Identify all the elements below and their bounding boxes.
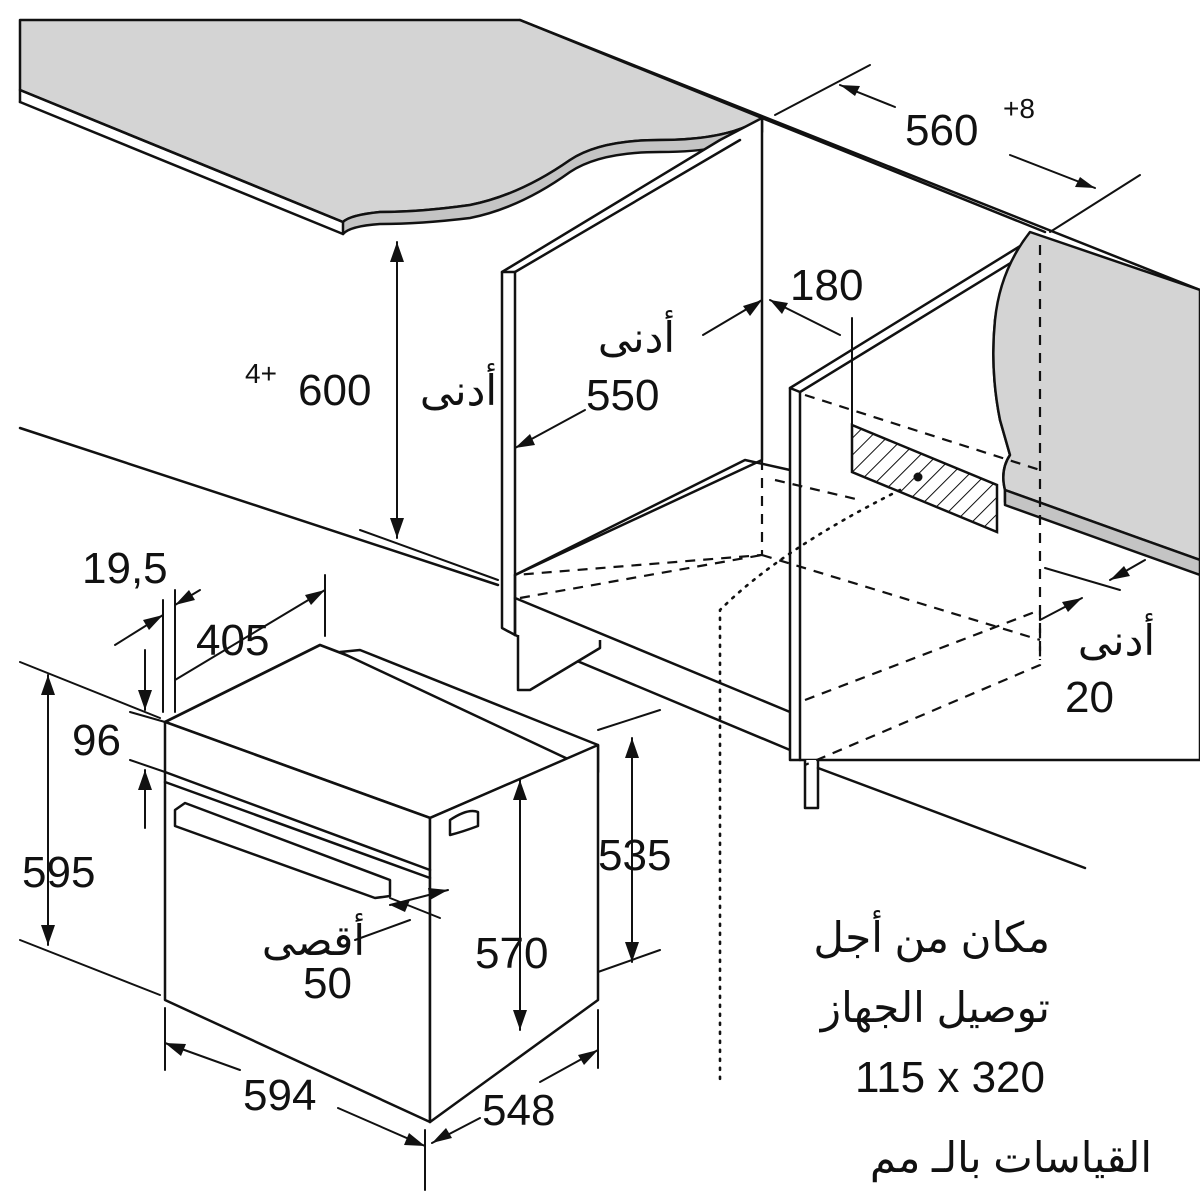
dimension-lines [19,84,1146,1191]
label-570: 570 [475,929,548,978]
oven [163,643,600,1124]
label-405: 405 [196,616,269,665]
label-600: 600 [298,366,371,415]
label-560-tolerance: +8 [1003,93,1035,124]
connection-note: مكان من أجل توصيل الجهاز 115 x 320 [813,910,1050,1102]
label-560: 560 [905,106,978,155]
label-600-tolerance: 4+ [245,358,277,389]
label-535: 535 [598,831,671,880]
label-min-550-word: أدنى [598,310,675,361]
label-595: 595 [22,848,95,897]
label-594: 594 [243,1071,316,1120]
label-180: 180 [790,261,863,310]
connection-note-line-2: توصيل الجهاز [819,984,1050,1033]
label-min-20-word: أدنى [1078,613,1155,664]
connection-note-line-1: مكان من أجل [813,910,1050,962]
label-548: 548 [482,1086,555,1135]
units-note: القياسات بالـ مم [870,1134,1152,1183]
label-20: 20 [1065,673,1114,722]
label-19-5: 19,5 [82,544,168,593]
label-96: 96 [72,716,121,765]
label-550: 550 [586,371,659,420]
niche-cabinet [500,116,1200,1087]
connection-area [850,423,999,534]
floor-line [18,426,500,587]
label-max-word: أقصى [262,913,365,964]
label-min-600-word: أدنى [420,363,497,414]
dimension-labels: 560 +8 180 أدنى 550 أدنى 600 4+ أدنى 20 … [22,93,1155,1135]
label-50: 50 [303,959,352,1008]
connection-note-size: 115 x 320 [855,1053,1045,1102]
rear-wall-lines [518,18,1200,292]
